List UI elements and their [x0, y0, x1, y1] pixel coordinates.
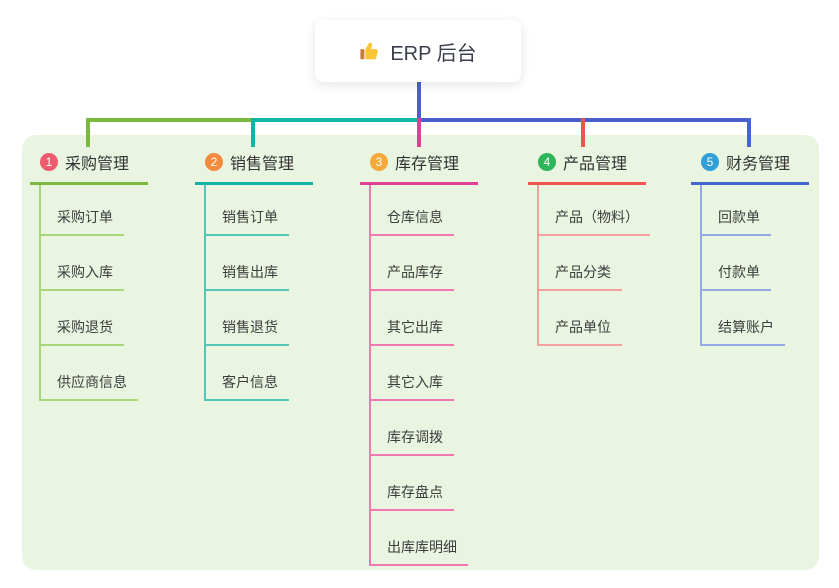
root-node[interactable]: ERP 后台: [315, 20, 521, 82]
child-node[interactable]: 采购入库: [41, 236, 148, 291]
branch-number-badge: 2: [205, 153, 223, 171]
thumbs-up-icon: [359, 40, 381, 62]
branch-number-badge: 1: [40, 153, 58, 171]
branch-number-badge: 3: [370, 153, 388, 171]
child-label: 付款单: [702, 262, 771, 291]
branch-header[interactable]: 3 库存管理: [360, 145, 478, 185]
branch-drop-4: [581, 118, 585, 147]
branch-children: 采购订单采购入库采购退货供应商信息: [39, 185, 148, 401]
top-connector-middle: [253, 118, 417, 122]
branch-label: 产品管理: [563, 156, 628, 173]
branch-drop-2: [251, 118, 255, 147]
branch-number-badge: 5: [701, 153, 719, 171]
child-label: 产品分类: [539, 262, 622, 291]
root-label: ERP 后台: [390, 42, 477, 65]
child-node[interactable]: 结算账户: [702, 291, 809, 346]
child-node[interactable]: 库存调拨: [371, 401, 478, 456]
child-label: 销售出库: [206, 262, 289, 291]
child-node[interactable]: 销售退货: [206, 291, 313, 346]
branch-label: 财务管理: [726, 156, 791, 173]
child-node[interactable]: 产品单位: [539, 291, 646, 346]
child-label: 销售订单: [206, 207, 289, 236]
branch-label: 销售管理: [230, 156, 295, 173]
child-label: 采购订单: [41, 207, 124, 236]
child-label: 产品（物料）: [539, 207, 650, 236]
branch-header[interactable]: 4 产品管理: [528, 145, 646, 185]
child-node[interactable]: 产品（物料）: [539, 185, 650, 236]
child-node[interactable]: 供应商信息: [41, 346, 148, 401]
branch-node: 4 产品管理 产品（物料） 产品分类产品单位: [528, 145, 650, 346]
child-label: 供应商信息: [41, 372, 138, 401]
branch-children: 产品（物料） 产品分类产品单位: [537, 185, 650, 346]
branch-node: 3 库存管理 仓库信息产品库存其它出库其它入库库存调拨库存盘点出库库明细: [360, 145, 478, 566]
branch-header[interactable]: 1 采购管理: [30, 145, 148, 185]
root-stem-connector: [417, 82, 421, 120]
child-label: 采购入库: [41, 262, 124, 291]
branch-children: 仓库信息产品库存其它出库其它入库库存调拨库存盘点出库库明细: [369, 185, 478, 566]
child-label: 出库库明细: [371, 537, 468, 566]
child-node[interactable]: 库存盘点: [371, 456, 478, 511]
branch-node: 1 采购管理 采购订单采购入库采购退货供应商信息: [30, 145, 148, 401]
child-label: 回款单: [702, 207, 771, 236]
branch-children: 销售订单销售出库销售退货客户信息: [204, 185, 313, 401]
branch-node: 5 财务管理 回款单付款单结算账户: [691, 145, 809, 346]
child-node[interactable]: 回款单: [702, 185, 809, 236]
branch-drop-3: [417, 118, 421, 147]
child-label: 结算账户: [702, 317, 785, 346]
child-label: 销售退货: [206, 317, 289, 346]
top-connector-left: [86, 118, 253, 122]
child-label: 产品库存: [371, 262, 454, 291]
branch-header[interactable]: 2 销售管理: [195, 145, 313, 185]
branch-node: 2 销售管理 销售订单销售出库销售退货客户信息: [195, 145, 313, 401]
child-node[interactable]: 产品分类: [539, 236, 646, 291]
child-node[interactable]: 产品库存: [371, 236, 478, 291]
branch-number-badge: 4: [538, 153, 556, 171]
child-label: 采购退货: [41, 317, 124, 346]
branch-label: 库存管理: [395, 156, 460, 173]
branch-header[interactable]: 5 财务管理: [691, 145, 809, 185]
branch-label: 采购管理: [65, 156, 130, 173]
child-node[interactable]: 采购订单: [41, 185, 148, 236]
child-node[interactable]: 销售订单: [206, 185, 313, 236]
child-label: 产品单位: [539, 317, 622, 346]
child-label: 客户信息: [206, 372, 289, 401]
child-label: 库存调拨: [371, 427, 454, 456]
branch-panel: [22, 135, 819, 570]
child-node[interactable]: 销售出库: [206, 236, 313, 291]
child-node[interactable]: 其它出库: [371, 291, 478, 346]
child-label: 库存盘点: [371, 482, 454, 511]
child-label: 其它入库: [371, 372, 454, 401]
child-node[interactable]: 付款单: [702, 236, 809, 291]
child-label: 仓库信息: [371, 207, 454, 236]
child-node[interactable]: 出库库明细: [371, 511, 478, 566]
branch-children: 回款单付款单结算账户: [700, 185, 809, 346]
branch-drop-5: [747, 118, 751, 147]
child-node[interactable]: 其它入库: [371, 346, 478, 401]
child-node[interactable]: 采购退货: [41, 291, 148, 346]
branch-drop-1: [86, 118, 90, 147]
child-node[interactable]: 仓库信息: [371, 185, 478, 236]
child-label: 其它出库: [371, 317, 454, 346]
child-node[interactable]: 客户信息: [206, 346, 313, 401]
